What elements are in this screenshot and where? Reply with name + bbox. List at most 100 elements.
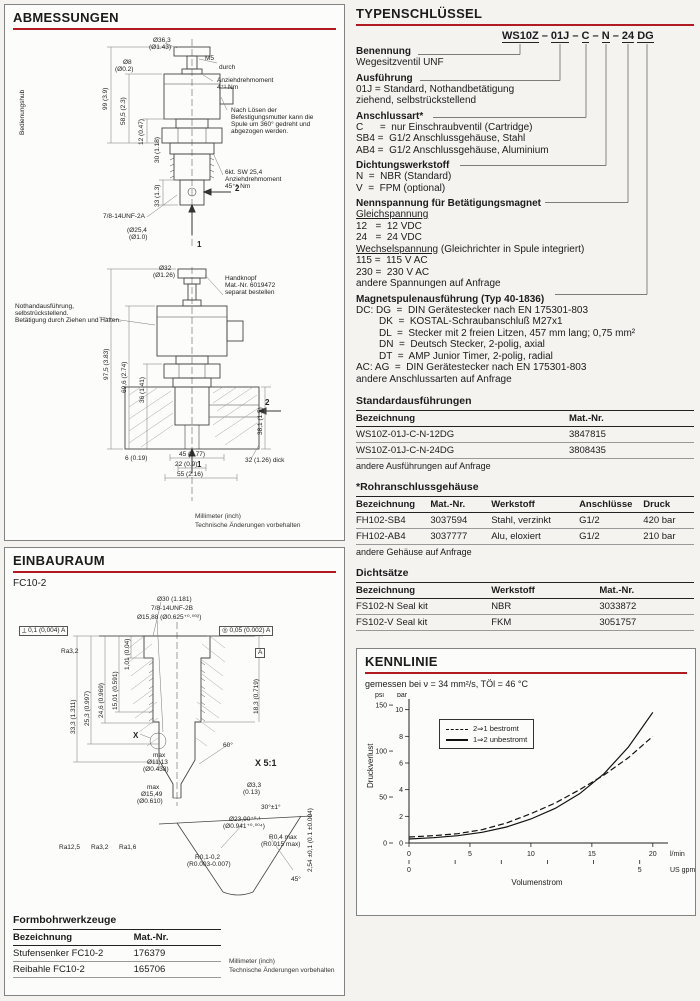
drawing-label: X [133,731,139,740]
drawing-label: Anziehdrehmoment [217,77,274,84]
drawing-label: 1 [197,460,202,469]
section-line: 24 = 24 VDC [356,232,422,243]
svg-text:2: 2 [399,814,403,821]
type-code-separator: – [589,30,602,42]
drawing-label: Ø15,88 (Ø0.625⁺⁰·⁰⁰²) [137,614,202,621]
drawing-label: 1,01 (0.04) [124,638,131,670]
table-row: FS102-V Seal kit FKM 3051757 [356,614,694,631]
standard-table-title: Standardausführungen [356,395,472,407]
solid-line-sample [446,739,468,742]
drawing-label: Ra3,2 [61,648,79,655]
drawing-label: Ø23,90⁺⁰·¹ [229,816,261,823]
table-row: FS102-N Seal kit NBR 3033872 [356,598,694,615]
section-line: Gleichspannung [356,209,694,221]
section-heading-benennung: Benennung [356,46,411,57]
svg-text:bar: bar [397,693,408,699]
section-line: 12 = 12 VDC [356,220,422,232]
drawing-label: (0.13) [243,789,260,796]
table-cell: Alu, eloxiert [491,528,580,545]
rohr-table: Bezeichnung Mat.-Nr. Werkstoff Anschlüss… [356,496,694,545]
svg-text:15: 15 [588,851,596,858]
section-line: N = NBR (Standard) [356,171,452,182]
column-header: Mat.-Nr. [599,582,694,599]
table-cell: FS102-V Seal kit [356,614,492,631]
drawing-label: (Ø1.26) [153,272,176,279]
cavity-line-art [73,601,313,896]
section-line: AB4 = G1/2 Anschlussgehäuse, Aluminium [356,144,549,156]
drawing-label: 24,6 (0.969) [98,682,105,718]
type-code-separator: – [538,30,551,42]
section-line: DN = Deutsch Stecker, 2-polig, axial [379,339,545,350]
drawing-label: 99 (3.9) [102,87,109,110]
column-header: Mat.-Nr. [133,929,221,946]
section-line: DK = KOSTAL-Schraubanschluß M27x1 [379,316,563,327]
table-row: WS10Z-01J-C-N-12DG 3847815 [356,426,694,443]
table-row: Stufensenker FC10-2 176379 [13,945,221,962]
column-header: Anschlüsse [579,496,644,513]
drawing-label: 55 (2.16) [177,471,204,478]
drawing-label: Betätigung durch Ziehen und Halten. [15,317,121,324]
typenschluessel-title: TYPENSCHLÜSSEL [356,6,483,21]
drawing-label: (Ø1.43) [149,44,172,51]
kennlinie-title: KENNLINIE [365,654,438,669]
drawing-label: ⟂ 0,1 (0,004) A [19,626,69,636]
abmessungen-title: ABMESSUNGEN [13,10,119,25]
drawing-label: Ra12,5 [59,844,80,851]
drawing-label: 2 [265,398,270,407]
drawing-label: Bedienungshub [19,89,26,135]
red-divider [356,24,694,26]
drawing-label: (R0.015 max) [261,841,301,848]
drawing-label: 36 (1.41) [139,376,146,403]
svg-text:6: 6 [399,761,403,768]
column-header: Bezeichnung [356,496,431,513]
svg-text:100: 100 [375,749,387,756]
type-code-separator: – [569,30,582,42]
drawing-label: (Ø0.941⁺⁰·⁰⁰⁴) [223,823,265,830]
table-cell: Reibahle FC10-2 [13,961,134,978]
dicht-table-title: Dichtsätze [356,567,409,579]
chart-legend: 2⇒1 bestromt 1⇒2 unbestromt [439,719,535,749]
dicht-table: Bezeichnung Werkstoff Mat.-Nr. FS102-N S… [356,582,694,631]
column-header: Bezeichnung [356,582,492,599]
type-code-part: 24 [621,30,635,43]
section-heading-ausfuehrung: Ausführung [356,72,413,84]
drawing-label: 38,1 (1.5) [257,407,264,435]
red-divider [365,672,687,674]
table-cell: 210 bar [643,528,694,545]
column-header: Mat.-Nr. [568,410,694,427]
section-line: C = nur Einschraubventil (Cartridge) [356,121,533,133]
table-note: andere Gehäuse auf Anfrage [356,547,472,557]
table-row: FH102-AB4 3037777 Alu, eloxiert G1/2 210… [356,528,694,545]
table-cell: 3033872 [599,598,694,615]
drawing-label: Ø3,3 [247,782,262,789]
svg-text:0: 0 [407,867,411,874]
svg-text:10: 10 [527,851,535,858]
svg-text:150: 150 [375,703,387,710]
svg-text:0: 0 [399,841,403,848]
type-code-part: WS10Z [502,30,539,43]
units-note-line2: Technische Änderungen vorbehalten [195,521,301,529]
drawing-label: 7/8-14UNF-2B [151,605,193,612]
svg-text:Volumenstrom: Volumenstrom [511,878,562,887]
svg-text:Druckverlust: Druckverlust [366,743,375,788]
column-header: Bezeichnung [13,929,134,946]
table-row: WS10Z-01J-C-N-24DG 3808435 [356,442,694,459]
table-cell: 3847815 [568,426,694,443]
table-cell: Stufensenker FC10-2 [13,945,134,962]
section-heading-magnetspule: Magnetspulenausführung (Typ 40-1836) [356,293,545,305]
drawing-label: Handknopf [225,275,257,282]
section-line: V = FPM (optional) [356,182,446,194]
drawing-label: (Ø25,4 [127,227,147,234]
drawing-label: R0,1-0,2 [195,854,220,861]
drawing-label: 6kt. SW 25,4 [225,169,263,176]
table-row: FH102-SB4 3037594 Stahl, verzinkt G1/2 4… [356,512,694,529]
units-note-line1: Millimeter (inch) [195,513,241,520]
drawing-label: 33 (1.3) [154,184,161,207]
column-header: Bezeichnung [356,410,569,427]
drawing-label: Anziehdrehmoment [225,176,282,183]
table-header-row: Bezeichnung Werkstoff Mat.-Nr. [356,582,694,599]
kennlinie-panel: KENNLINIE gemessen bei ν = 34 mm²/s, TÖl… [356,648,696,916]
